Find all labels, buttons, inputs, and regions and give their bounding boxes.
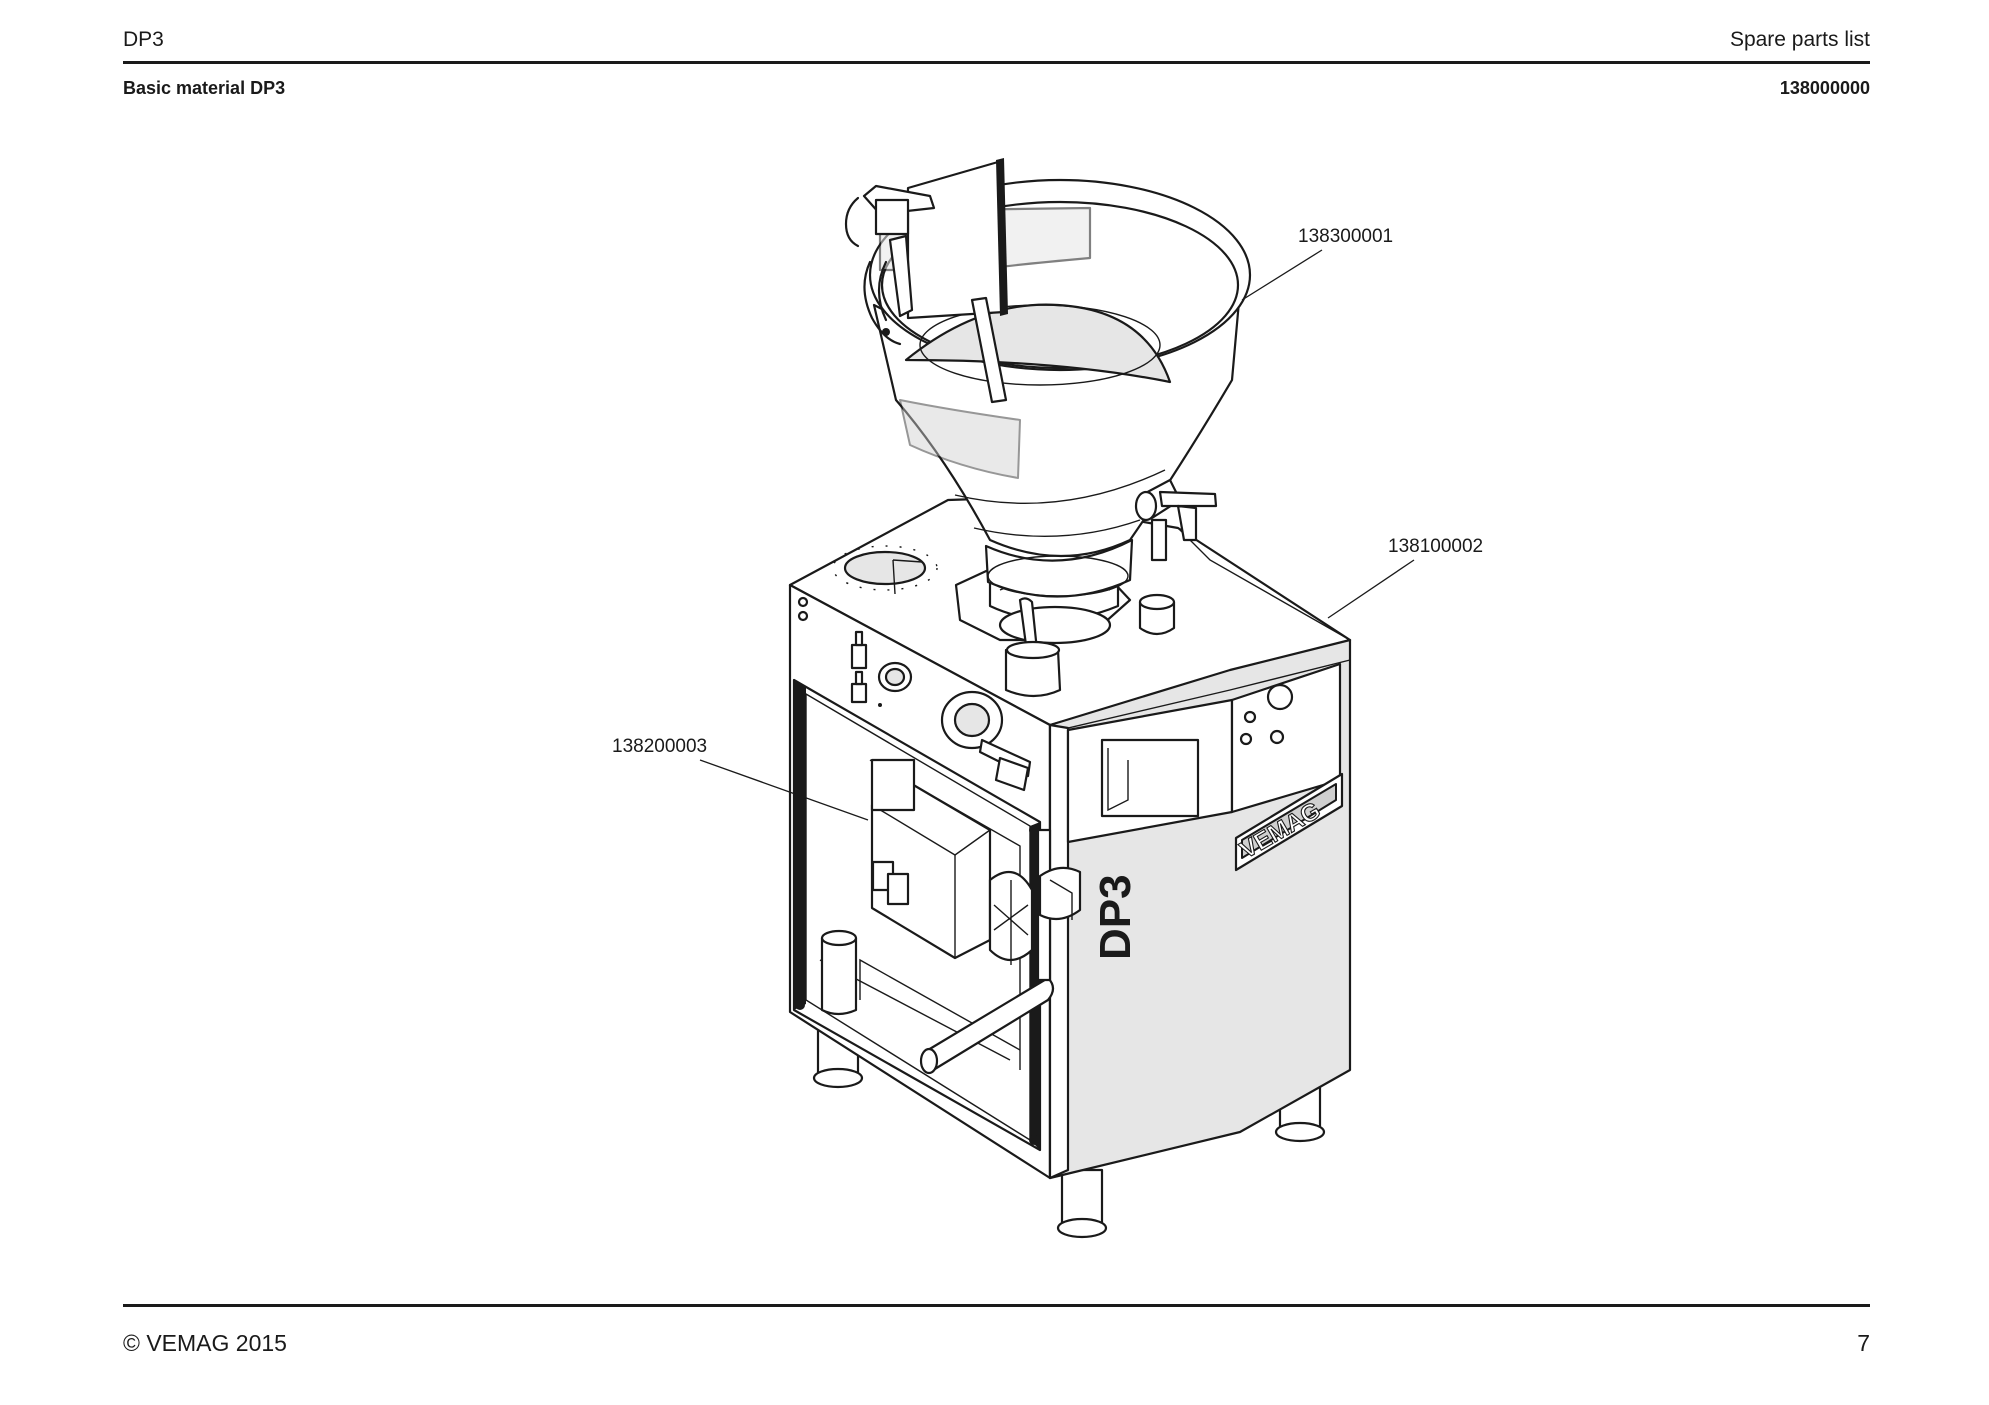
callout-label-housing: 138100002: [1388, 536, 1483, 557]
section-header: Basic material DP3 138000000: [123, 76, 1870, 102]
section-number: 138000000: [1779, 78, 1870, 98]
top-plate-details: [797, 545, 1176, 792]
callout-label-hopper: 138300001: [1298, 226, 1393, 247]
footer-rule: [123, 1304, 1870, 1307]
callout-label-drive: 138200003: [612, 736, 707, 757]
hopper: [844, 158, 1252, 598]
section-title: Basic material DP3: [123, 78, 286, 98]
copyright: © VEMAG 2015: [123, 1330, 287, 1356]
callout-housing: 138100002: [1327, 536, 1483, 619]
callout-drive: 138200003: [612, 736, 869, 821]
page-number: 7: [1857, 1330, 1870, 1356]
control-panel: [1066, 662, 1342, 844]
callout-hopper: 138300001: [1241, 226, 1393, 301]
drive-compartment: [792, 678, 1055, 1152]
page-header: DP3 Spare parts list: [123, 24, 1870, 54]
model-label: DP3: [1091, 874, 1140, 960]
connector-box: [1038, 866, 1082, 921]
page-footer: © VEMAG 2015 7: [123, 1328, 1870, 1358]
header-rule: [123, 61, 1870, 64]
doc-code: DP3: [123, 28, 164, 51]
doc-type: Spare parts list: [1729, 28, 1870, 51]
machine-legs: [812, 1028, 1326, 1239]
